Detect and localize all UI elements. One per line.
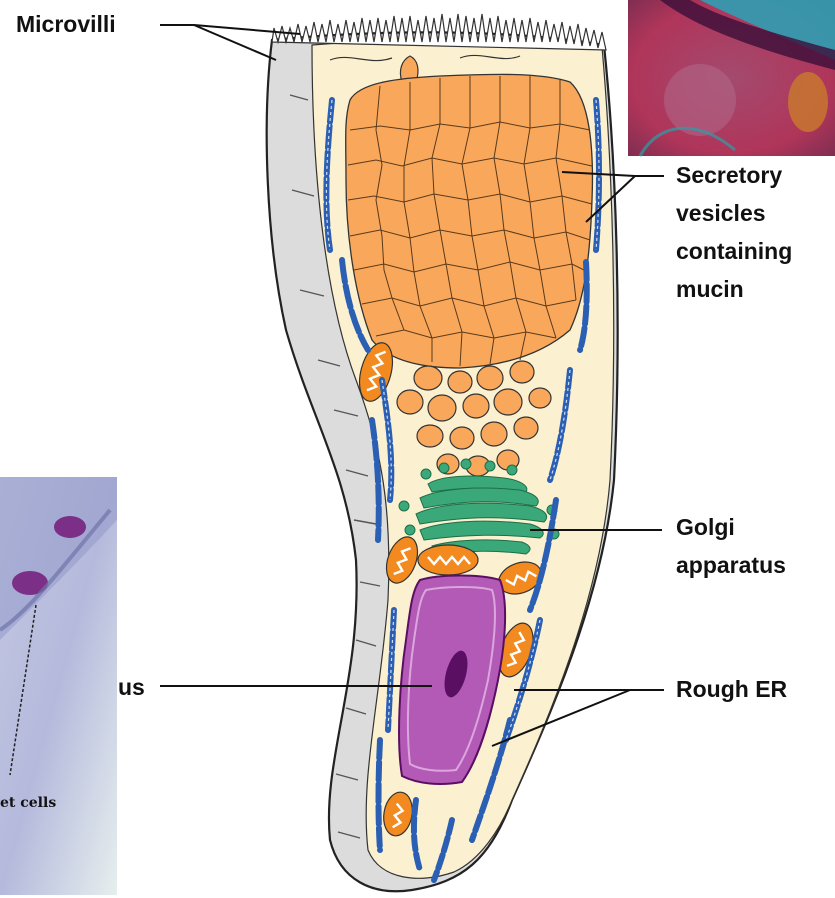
label-secretory-line1: Secretory: [676, 160, 782, 191]
label-golgi-line1: Golgi: [676, 512, 735, 543]
secretory-vesicles: [346, 74, 593, 368]
micrograph-bottom-left: [0, 477, 117, 895]
label-nucleus-partial: us: [118, 672, 145, 703]
micrograph-top-right: [628, 0, 835, 156]
label-secretory-line3: containing: [676, 236, 792, 267]
label-rough-er: Rough ER: [676, 674, 787, 705]
label-secretory-line4: mucin: [676, 274, 744, 305]
label-golgi-line2: apparatus: [676, 550, 786, 581]
label-goblet-cells-partial: et cells: [0, 795, 56, 811]
label-secretory-line2: vesicles: [676, 198, 766, 229]
label-microvilli: Microvilli: [16, 9, 116, 40]
